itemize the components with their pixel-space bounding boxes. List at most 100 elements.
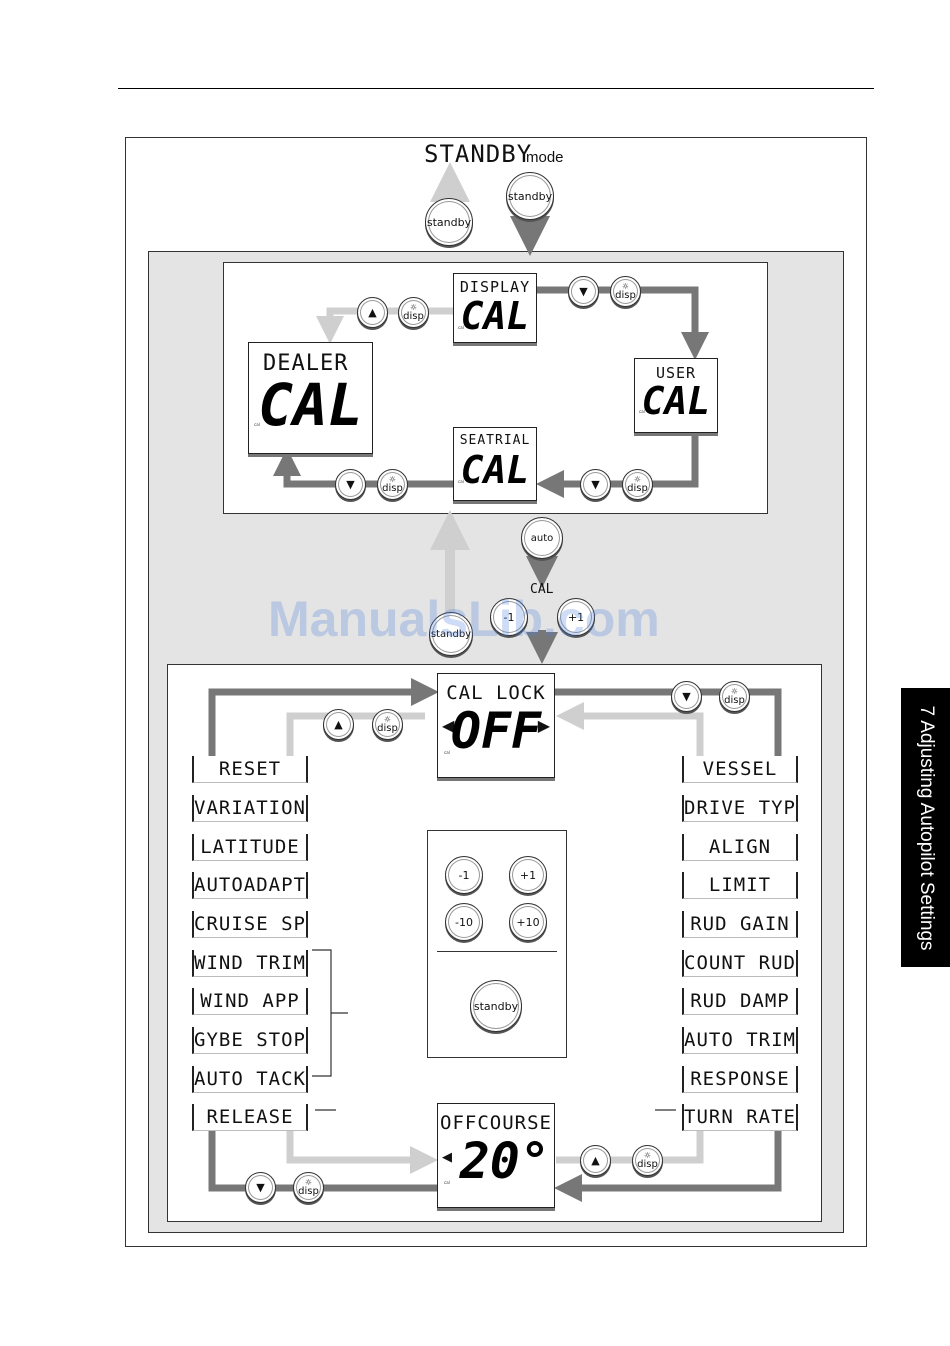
loop-left-outer: [208, 678, 439, 756]
sun-icon: ☼: [304, 1177, 313, 1187]
lcd-cal-flag: cal: [458, 479, 464, 484]
plus10-button[interactable]: +10: [509, 903, 547, 941]
menu-item-auto-tack[interactable]: AUTO TACK: [192, 1066, 308, 1093]
minus1-button[interactable]: -1: [445, 856, 483, 894]
up-arrow-icon: ▲: [368, 306, 377, 319]
lcd-cal-lock: CAL LOCK ◀ OFF ▶ cal: [437, 673, 555, 778]
disp-label: disp: [403, 310, 424, 322]
disp-button[interactable]: ☼disp: [622, 469, 653, 500]
sun-icon: ☼: [409, 302, 418, 312]
disp-label: disp: [637, 1158, 658, 1170]
sun-icon: ☼: [388, 474, 397, 484]
up-button[interactable]: ▲: [580, 1145, 611, 1176]
lcd-user-cal: USER CAL cal: [634, 358, 718, 433]
menu-item-latitude[interactable]: LATITUDE: [192, 834, 308, 861]
down-button[interactable]: ▼: [245, 1172, 276, 1203]
down-button[interactable]: ▼: [335, 469, 366, 500]
standby-button-return[interactable]: standby: [429, 612, 473, 656]
disp-label: disp: [298, 1185, 319, 1197]
chevron-left-icon: ◀: [442, 1150, 452, 1165]
disp-button[interactable]: ☼disp: [372, 709, 403, 740]
disp-button[interactable]: ☼disp: [610, 276, 641, 307]
disp-label: disp: [627, 482, 648, 494]
lcd-dealer-cal: DEALER CAL cal: [248, 342, 373, 454]
plus1-button[interactable]: +1: [509, 856, 547, 894]
menu-item-autoadapt[interactable]: AUTOADAPT: [192, 872, 308, 899]
disp-button[interactable]: ☼disp: [398, 297, 429, 328]
chevron-left-icon: ◀: [442, 716, 455, 735]
menu-item-turn-rate[interactable]: TURN RATE: [682, 1104, 798, 1131]
menu-item-rud-damp[interactable]: RUD DAMP: [682, 988, 798, 1015]
menu-item-cruise-sp[interactable]: CRUISE SP: [192, 911, 308, 938]
lcd-big-text: CAL: [460, 294, 530, 338]
standby-button-keypad[interactable]: standby: [470, 980, 522, 1032]
plus1-button[interactable]: +1: [557, 598, 595, 636]
menu-item-gybe-stop[interactable]: GYBE STOP: [192, 1027, 308, 1054]
standby-button-enter[interactable]: standby: [506, 172, 554, 220]
menu-item-wind-trim[interactable]: WIND TRIM: [192, 950, 308, 977]
lcd-top-text: CAL LOCK: [446, 682, 546, 704]
lcd-display-cal: DISPLAY CAL cal: [453, 273, 537, 343]
standby-title: STANDBY: [424, 140, 533, 168]
plus1-label: +1: [519, 868, 537, 882]
cal-label: CAL: [530, 582, 554, 597]
lcd-top-text: SEATRIAL: [459, 433, 531, 448]
lcd-cal-flag: cal: [458, 325, 464, 330]
disp-button[interactable]: ☼disp: [377, 469, 408, 500]
menu-item-response[interactable]: RESPONSE: [682, 1066, 798, 1093]
sun-icon: ☼: [621, 281, 630, 291]
down-button[interactable]: ▼: [671, 681, 702, 712]
loop-left-outer-down: [208, 1130, 437, 1192]
loop-right-inner-down: [556, 1130, 704, 1164]
header-rule: [118, 88, 874, 89]
auto-button-label: auto: [530, 532, 554, 544]
keypad-divider: [437, 951, 557, 952]
plus1-label: +1: [567, 610, 585, 624]
down-button[interactable]: ▼: [568, 276, 599, 307]
down-arrow-icon: ▼: [591, 478, 600, 491]
menu-item-drive-typ[interactable]: DRIVE TYP: [682, 795, 798, 822]
disp-button[interactable]: ☼disp: [293, 1172, 324, 1203]
menu-item-limit[interactable]: LIMIT: [682, 872, 798, 899]
disp-label: disp: [377, 722, 398, 734]
down-arrow-icon: ▼: [346, 478, 355, 491]
disp-button[interactable]: ☼disp: [719, 681, 750, 712]
lcd-big-text: 20°: [459, 1132, 550, 1190]
menu-item-wind-app[interactable]: WIND APP: [192, 988, 308, 1015]
minus1-label: -1: [503, 610, 515, 624]
up-button[interactable]: ▲: [357, 297, 388, 328]
down-arrow-icon: ▼: [579, 285, 588, 298]
arrow-user-seatrial: [536, 432, 699, 498]
auto-button[interactable]: auto: [521, 517, 563, 559]
arrow-seatrial-dealer: [273, 448, 453, 488]
menu-item-vessel[interactable]: VESSEL: [682, 756, 798, 783]
sun-icon: ☼: [383, 714, 392, 724]
lcd-big-text: CAL: [258, 371, 363, 439]
plus10-label: +10: [516, 915, 540, 929]
down-arrow-icon: ▼: [682, 690, 691, 703]
minus1-label: -1: [458, 868, 470, 882]
menu-item-rud-gain[interactable]: RUD GAIN: [682, 911, 798, 938]
arrow-display-dealer: [316, 307, 453, 344]
lcd-seatrial-cal: SEATRIAL CAL cal: [453, 427, 537, 501]
lcd-offcourse: OFFCOURSE ◀ 20° cal: [437, 1103, 555, 1208]
minus10-button[interactable]: -10: [445, 903, 483, 941]
lcd-big-text: CAL: [460, 448, 530, 492]
minus10-label: -10: [455, 915, 473, 929]
up-button[interactable]: ▲: [323, 709, 354, 740]
minus1-button[interactable]: -1: [490, 598, 528, 636]
disp-label: disp: [382, 482, 403, 494]
menu-item-align[interactable]: ALIGN: [682, 834, 798, 861]
disp-button[interactable]: ☼disp: [632, 1145, 663, 1176]
menu-item-release[interactable]: RELEASE: [192, 1104, 308, 1131]
menu-item-variation[interactable]: VARIATION: [192, 795, 308, 822]
menu-item-count-rud[interactable]: COUNT RUD: [682, 950, 798, 977]
sun-icon: ☼: [633, 474, 642, 484]
loop-right-outer: [555, 688, 782, 756]
standby-button-exit[interactable]: standby: [425, 198, 473, 246]
down-button[interactable]: ▼: [580, 469, 611, 500]
disp-label: disp: [724, 694, 745, 706]
menu-item-auto-trim[interactable]: AUTO TRIM: [682, 1027, 798, 1054]
standby-mode-word: mode: [526, 149, 564, 166]
menu-item-reset[interactable]: RESET: [192, 756, 308, 783]
